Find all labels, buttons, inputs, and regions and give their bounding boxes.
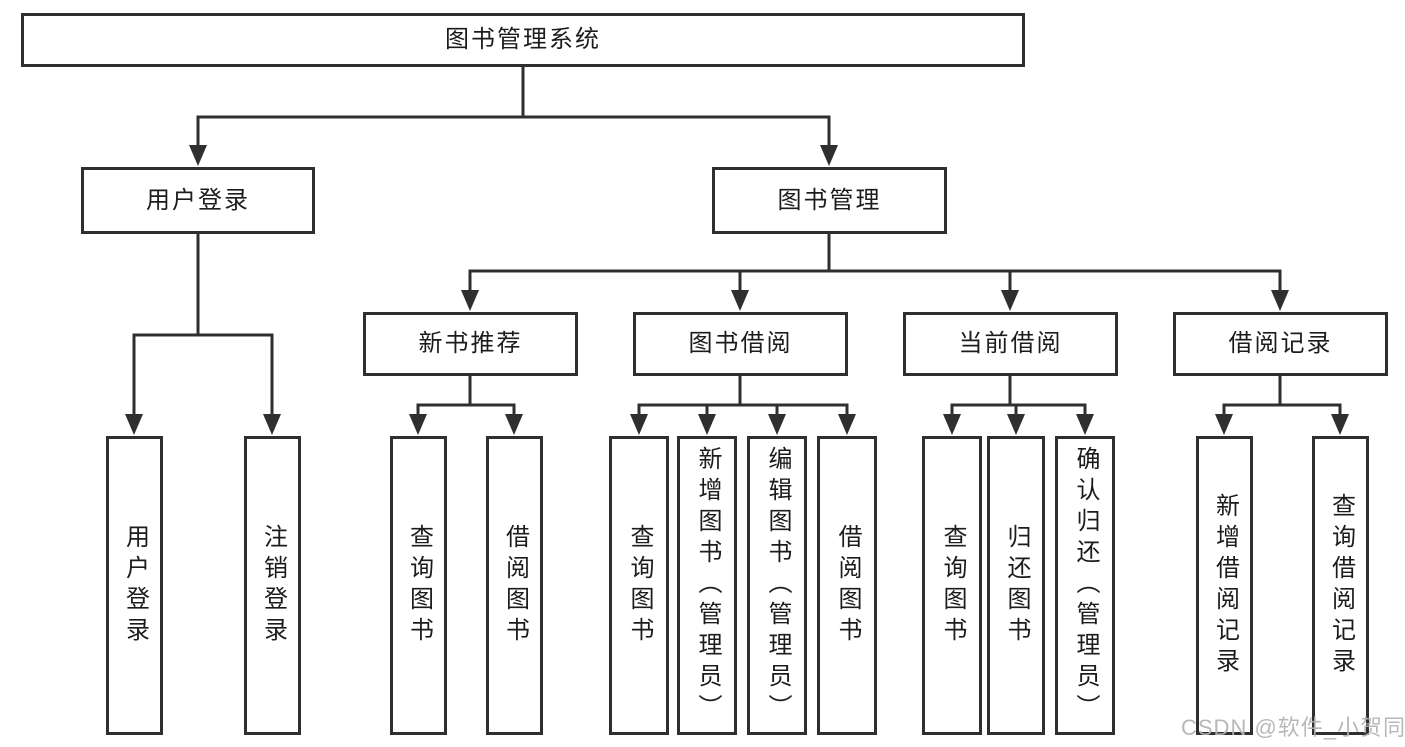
leaf-add-borrow-record: 新增借阅记录 — [1196, 436, 1253, 735]
leaf-query-borrow-record: 查询借阅记录 — [1312, 436, 1369, 735]
node-book-borrowing: 图书借阅 — [633, 312, 848, 376]
leaf-user-login: 用户登录 — [106, 436, 163, 735]
leaf-confirm-return-admin: 确认归还（管理员） — [1055, 436, 1115, 735]
leaf-return-books: 归还图书 — [987, 436, 1045, 735]
node-book-management: 图书管理 — [712, 167, 947, 234]
leaf-edit-books-admin: 编辑图书（管理员） — [747, 436, 807, 735]
csdn-watermark: CSDN @软件_小贺同学 — [1181, 715, 1405, 740]
leaf-query-books-recommend: 查询图书 — [390, 436, 447, 735]
leaf-query-books-borrow: 查询图书 — [609, 436, 669, 735]
node-user-login: 用户登录 — [81, 167, 315, 234]
node-library-management-system: 图书管理系统 — [21, 13, 1025, 67]
node-new-book-recommendation: 新书推荐 — [363, 312, 578, 376]
leaf-logout: 注销登录 — [244, 436, 301, 735]
node-borrowing-records: 借阅记录 — [1173, 312, 1388, 376]
leaf-borrow-books: 借阅图书 — [817, 436, 877, 735]
leaf-query-books-current: 查询图书 — [922, 436, 982, 735]
leaf-borrow-books-recommend: 借阅图书 — [486, 436, 543, 735]
node-current-borrowing: 当前借阅 — [903, 312, 1118, 376]
leaf-add-books-admin: 新增图书（管理员） — [677, 436, 737, 735]
